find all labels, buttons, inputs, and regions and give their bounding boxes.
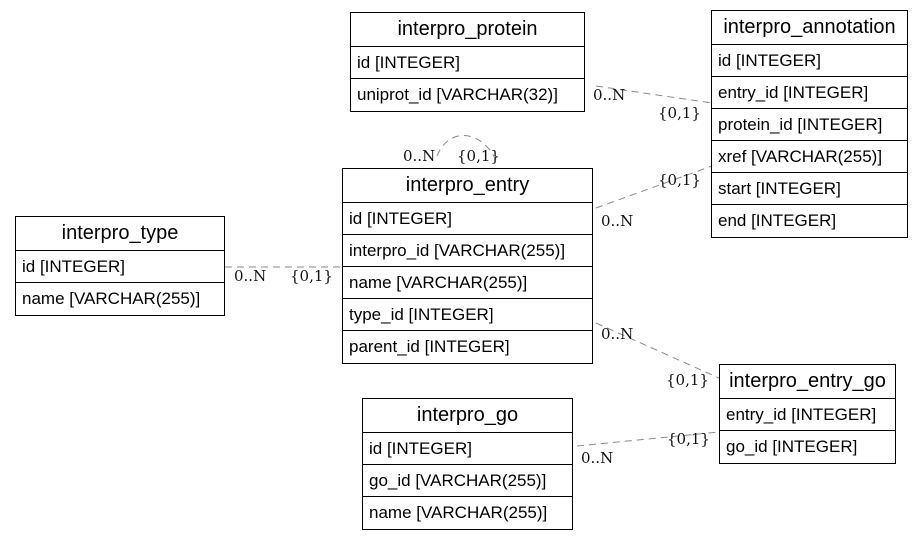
table-interpro-entry: interpro_entry id [INTEGER] interpro_id … (342, 168, 593, 364)
table-column: name [VARCHAR(255)] (22, 289, 201, 308)
cardinality-many-label: 0..N (403, 147, 435, 165)
table-title: interpro_go (363, 399, 572, 433)
table-title: interpro_protein (351, 13, 584, 47)
table-column: go_id [INTEGER] (726, 437, 858, 456)
table-column: name [VARCHAR(255)] (343, 267, 592, 299)
table-interpro-go: interpro_go id [INTEGER] go_id [VARCHAR(… (362, 398, 573, 530)
table-column: id [INTEGER] (343, 203, 592, 235)
table-column: id [INTEGER] (16, 251, 224, 283)
table-column: id [INTEGER] (712, 45, 907, 77)
table-interpro-annotation: interpro_annotation id [INTEGER] entry_i… (711, 10, 908, 238)
edge-entry-go-entry (595, 322, 720, 379)
edge-annotation-protein (595, 85, 713, 104)
edge-annotation-entry (595, 165, 713, 209)
cardinality-many-label: 0..N (593, 86, 625, 104)
table-interpro-entry-go: interpro_entry_go entry_id [INTEGER] go_… (719, 364, 896, 464)
table-column: name [VARCHAR(255)] (369, 503, 548, 522)
table-column: id [INTEGER] (351, 47, 584, 79)
table-title: interpro_entry (343, 169, 592, 203)
table-column: xref [VARCHAR(255)] (712, 141, 907, 173)
cardinality-one-label: {0,1} (290, 267, 333, 285)
cardinality-many-label: 0..N (234, 267, 266, 285)
table-interpro-type: interpro_type id [INTEGER] name [VARCHAR… (15, 216, 225, 316)
cardinality-many-label: 0..N (601, 212, 633, 230)
table-title: interpro_annotation (712, 11, 907, 45)
cardinality-many-label: 0..N (601, 325, 633, 343)
table-column: parent_id [INTEGER] (349, 337, 510, 356)
table-interpro-protein: interpro_protein id [INTEGER] uniprot_id… (350, 12, 585, 112)
cardinality-many-label: 0..N (581, 449, 613, 467)
table-column: entry_id [INTEGER] (712, 77, 907, 109)
cardinality-one-label: {0,1} (658, 104, 701, 122)
edge-entry-parent-self (436, 135, 497, 161)
table-title: interpro_type (16, 217, 224, 251)
table-title: interpro_entry_go (720, 365, 895, 399)
table-column: go_id [VARCHAR(255)] (363, 465, 572, 497)
table-column: end [INTEGER] (718, 211, 837, 230)
table-column: id [INTEGER] (363, 433, 572, 465)
cardinality-one-label: {0,1} (667, 430, 710, 448)
table-column: uniprot_id [VARCHAR(32)] (357, 85, 558, 104)
table-column: protein_id [INTEGER] (712, 109, 907, 141)
cardinality-one-label: {0,1} (658, 171, 701, 189)
table-column: type_id [INTEGER] (343, 299, 592, 331)
cardinality-one-label: {0,1} (666, 371, 709, 389)
table-column: interpro_id [VARCHAR(255)] (343, 235, 592, 267)
table-column: start [INTEGER] (712, 173, 907, 205)
table-column: entry_id [INTEGER] (720, 399, 895, 431)
cardinality-one-label: {0,1} (457, 147, 500, 165)
